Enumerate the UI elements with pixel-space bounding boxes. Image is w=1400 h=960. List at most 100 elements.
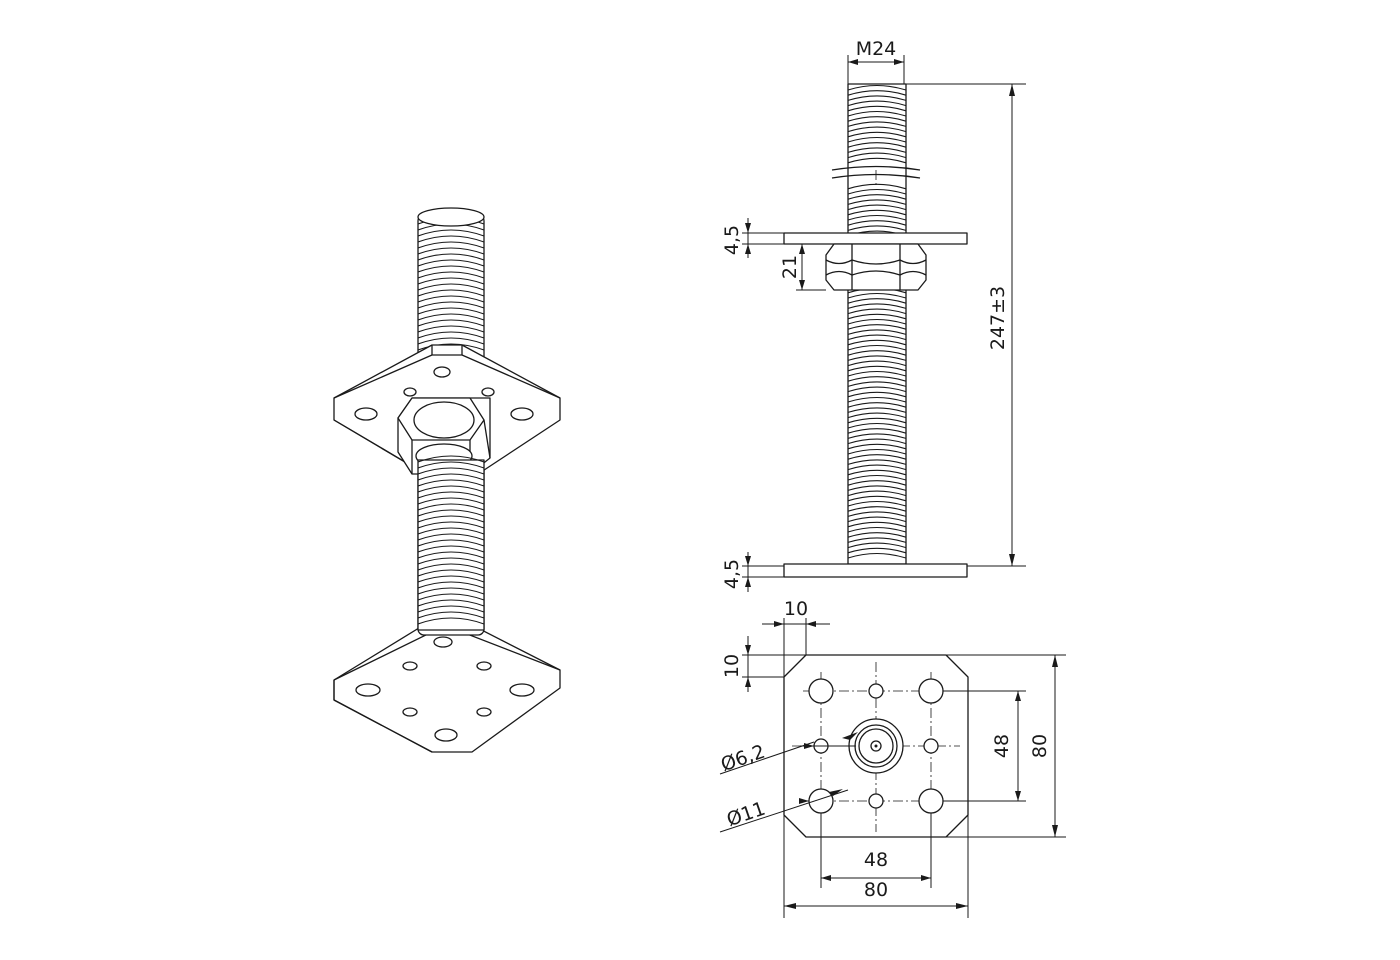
thread-line (418, 331, 485, 339)
thread-line (847, 500, 907, 507)
thread-line (847, 506, 907, 512)
thread-line (847, 370, 907, 377)
thread-line (847, 84, 907, 91)
plan-hole-small (868, 683, 884, 699)
dim-nut-height-label: 21 (779, 255, 801, 279)
plan-hole-large (918, 678, 944, 704)
thread-line (418, 485, 485, 493)
thread-line (418, 283, 485, 291)
thread-line (847, 292, 907, 299)
thread-line (418, 563, 485, 571)
thread-line (847, 511, 907, 517)
thread-line (418, 503, 485, 511)
thread-line (847, 547, 907, 554)
thread-line (418, 527, 485, 535)
dim-small-hole-label: Ø6,2 (718, 741, 768, 777)
thread-line (418, 253, 485, 261)
thread-line (847, 100, 907, 107)
dim-total-length-label: 247±3 (987, 286, 1009, 350)
thread-line (847, 147, 907, 153)
thread-line (418, 301, 485, 309)
thread-line (847, 121, 907, 127)
thread-line (847, 95, 907, 101)
thread-line (847, 490, 907, 497)
thread-line (418, 313, 485, 321)
thread-line (847, 298, 907, 304)
thread-line (847, 386, 907, 393)
thread-line (847, 105, 907, 112)
thread-line (418, 611, 485, 619)
thread-line (418, 289, 485, 297)
thread-line (418, 295, 485, 303)
thread-line (847, 464, 907, 471)
thread-line (418, 307, 485, 315)
thread-line (847, 459, 907, 465)
dim-hole-spacing-h-label: 48 (864, 849, 888, 871)
thread-line (418, 533, 485, 541)
thread-line (847, 199, 907, 205)
thread-line (847, 391, 907, 398)
thread-line (418, 247, 485, 255)
thread-line (418, 265, 485, 273)
thread-line (847, 365, 907, 372)
thread-line (418, 241, 485, 249)
thread-line (847, 417, 907, 424)
isometric-view (333, 207, 561, 753)
thread-line (418, 271, 485, 279)
thread-line (847, 485, 907, 491)
thread-line (418, 473, 485, 481)
thread-line (418, 319, 485, 327)
dim-hole-spacing-v-label: 48 (991, 734, 1013, 758)
dim-thread-label: M24 (856, 38, 897, 60)
side-view-dimensions: M24 247±3 4,5 21 4,5 (721, 38, 1026, 592)
thread-line (847, 526, 907, 533)
thread-line (418, 325, 485, 333)
thread-line (847, 469, 907, 476)
thread-line (847, 329, 907, 335)
thread-line (847, 537, 907, 543)
thread-line (847, 474, 907, 481)
thread-line (847, 142, 907, 148)
thread-line (418, 521, 485, 529)
thread-line (418, 569, 485, 577)
thread-line (418, 557, 485, 565)
thread-line (847, 324, 907, 330)
dim-chamfer-x-label: 10 (784, 598, 808, 620)
thread-line (847, 412, 907, 419)
plan-view-dimensions: 10 10 Ø6,2 Ø11 48 80 (718, 598, 1066, 918)
thread-line (847, 204, 907, 211)
thread-line (418, 515, 485, 523)
thread-line (847, 355, 907, 361)
dim-large-hole-label: Ø11 (724, 798, 768, 832)
thread-line (847, 220, 907, 226)
thread-line (847, 350, 907, 356)
thread-line (847, 454, 907, 460)
thread-line (418, 491, 485, 499)
thread-line (418, 575, 485, 583)
dim-plate-thickness-bottom-label: 4,5 (721, 559, 743, 589)
thread-line (847, 428, 907, 434)
thread-line (418, 479, 485, 487)
thread-line (847, 521, 907, 528)
plan-hole-large (918, 788, 944, 814)
thread-line (418, 497, 485, 505)
thread-line (418, 461, 485, 469)
thread-line (847, 334, 907, 341)
thread-line (847, 157, 907, 164)
thread-line (418, 277, 485, 285)
thread-line (847, 303, 907, 309)
thread-line (418, 539, 485, 547)
thread-line (847, 308, 907, 315)
thread-line (847, 116, 907, 122)
thread-line (418, 467, 485, 475)
thread-line (847, 480, 907, 486)
iso-bottom-plate (333, 619, 561, 753)
thread-line (847, 433, 907, 439)
dim-plate-width-label: 80 (864, 879, 888, 901)
thread-line (418, 617, 485, 625)
thread-line (847, 532, 907, 538)
thread-line (847, 381, 907, 387)
dim-plate-height-label: 80 (1029, 734, 1051, 758)
thread-line (847, 443, 907, 450)
thread-line (847, 126, 907, 133)
